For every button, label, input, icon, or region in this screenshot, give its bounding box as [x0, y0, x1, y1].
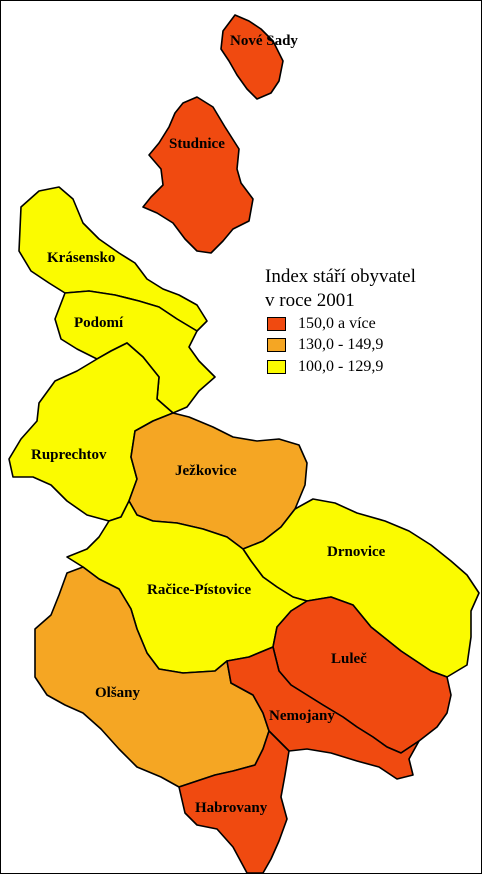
label-ruprechtov: Ruprechtov — [31, 447, 107, 463]
label-krasensko: Krásensko — [47, 250, 115, 266]
label-studnice: Studnice — [169, 136, 225, 152]
legend-swatch-low — [267, 360, 286, 374]
label-jezkovice: Ježkovice — [175, 463, 237, 479]
legend-swatch-high — [267, 317, 286, 331]
legend-label-high: 150,0 a více — [298, 315, 376, 332]
label-lulec: Luleč — [331, 651, 367, 667]
legend-item-high: 150,0 a více — [267, 315, 376, 333]
label-habrovany: Habrovany — [195, 800, 268, 816]
legend-label-mid: 130,0 - 149,9 — [298, 336, 384, 353]
region-krasensko[interactable] — [18, 186, 208, 332]
region-nove-sady[interactable] — [220, 14, 284, 100]
label-drnovice: Drnovice — [327, 544, 386, 560]
label-podomi: Podomí — [74, 315, 124, 331]
legend-label-low: 100,0 - 129,9 — [298, 358, 384, 375]
region-podomi[interactable] — [54, 290, 216, 414]
region-habrovany[interactable] — [178, 730, 290, 873]
legend-title-line2: v roce 2001 — [265, 290, 355, 311]
label-olsany: Olšany — [95, 685, 141, 701]
label-nove-sady: Nové Sady — [230, 33, 298, 49]
legend-title-line1: Index stáří obyvatel — [265, 266, 416, 287]
legend-swatch-mid — [267, 338, 286, 352]
legend-title: Index stáří obyvatel v roce 2001 — [265, 265, 416, 313]
label-racice-pistovice: Račice-Pístovice — [147, 582, 251, 598]
legend-item-low: 100,0 - 129,9 — [267, 358, 383, 376]
region-studnice[interactable] — [142, 96, 254, 254]
label-nemojany: Nemojany — [269, 708, 335, 724]
legend-item-mid: 130,0 - 149,9 — [267, 336, 383, 354]
